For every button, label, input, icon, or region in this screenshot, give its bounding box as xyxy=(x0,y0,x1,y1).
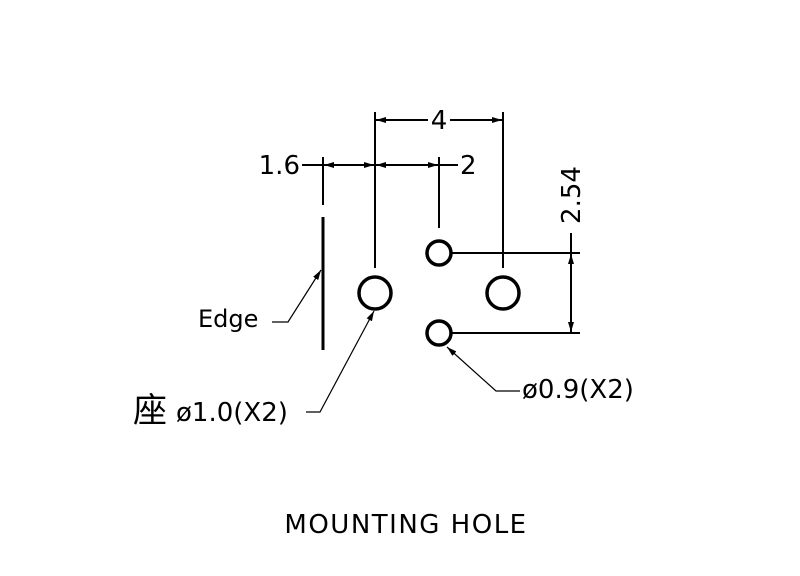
small-hole-top xyxy=(425,239,453,267)
edge-callout: Edge xyxy=(198,269,322,333)
small-hole-callout: ø0.9(X2) xyxy=(446,346,634,405)
dimension-pitch-label: 4 xyxy=(431,106,448,136)
large-hole-callout: 座 ø1.0(X2) xyxy=(133,310,375,431)
dimension-half-pitch-label: 2 xyxy=(460,151,477,181)
large-hole-right xyxy=(485,275,521,311)
dimension-edge-offset: 1.6 xyxy=(259,151,374,181)
dimension-row-spacing: 2.54 xyxy=(557,166,587,332)
edge-label: Edge xyxy=(198,305,258,333)
dimension-row-spacing-label: 2.54 xyxy=(557,166,587,224)
seat-label: 座 xyxy=(133,391,167,431)
dimension-half-pitch: 2 xyxy=(376,151,477,181)
large-hole-left xyxy=(357,275,393,311)
small-hole-bottom xyxy=(425,319,453,347)
diagram-title: MOUNTING HOLE xyxy=(284,510,527,540)
small-hole-label: ø0.9(X2) xyxy=(522,375,634,405)
dimension-pitch: 4 xyxy=(376,106,502,136)
large-hole-label: ø1.0(X2) xyxy=(176,398,288,428)
dimension-edge-offset-label: 1.6 xyxy=(259,151,300,181)
